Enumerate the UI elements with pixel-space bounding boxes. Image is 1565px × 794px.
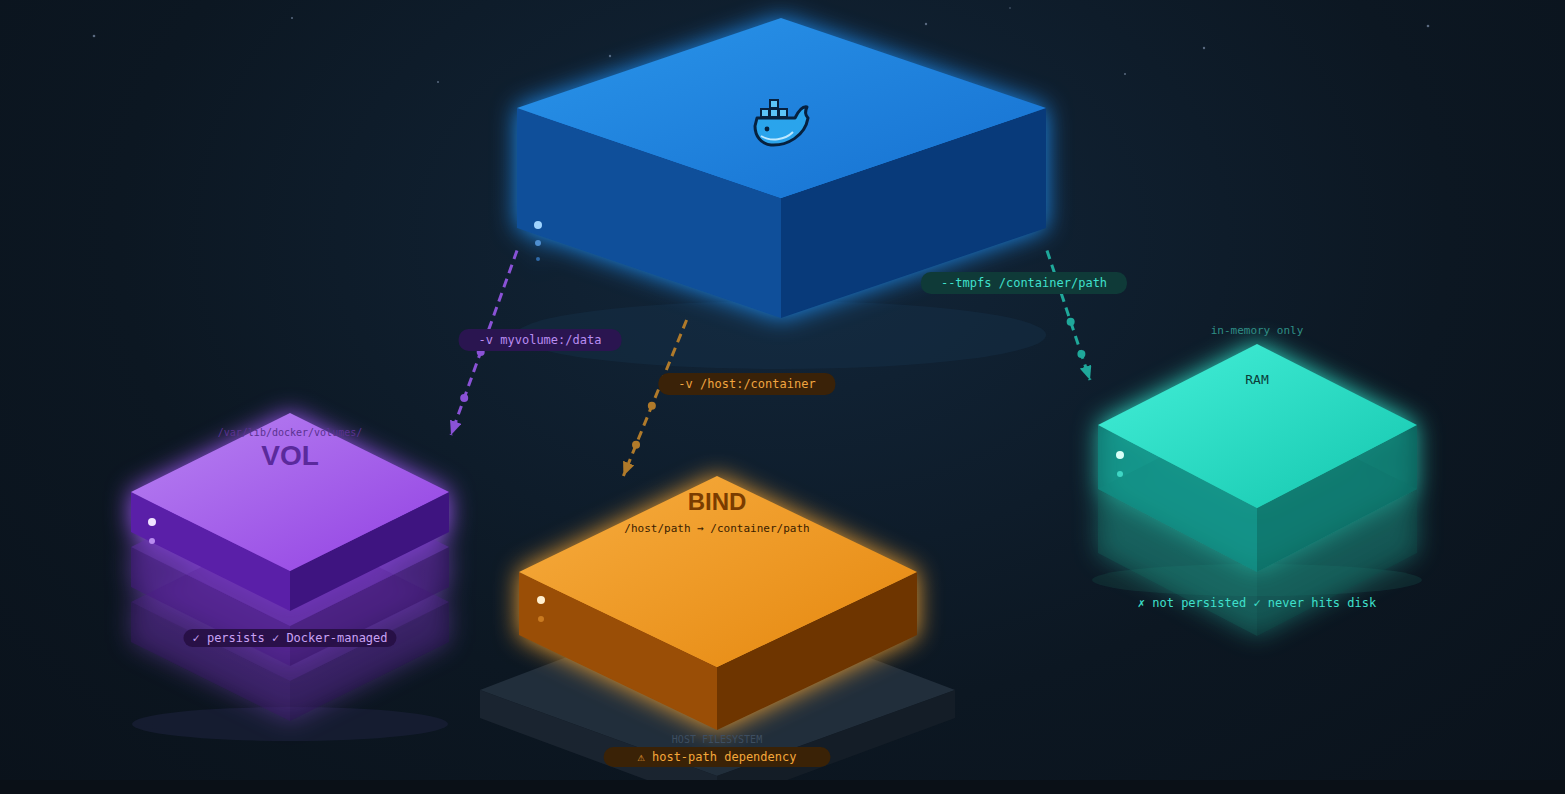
node-title: VOL: [261, 440, 319, 472]
bind-mount-box: BIND/host/path → /container/path ⚠ host-p…: [480, 476, 958, 768]
flag-label: --tmpfs /container/path: [921, 272, 1127, 294]
flow-dot: [1077, 350, 1085, 358]
indicator-dot: [149, 538, 155, 544]
indicator-dot: [534, 221, 542, 229]
flow-dot: [1067, 318, 1075, 326]
property-caption: ✗ not persisted ✓ never hits disk: [1138, 596, 1376, 610]
indicator-dot: [1117, 471, 1123, 477]
volume-stack: /var/lib/docker/volumes/VOL ✓ persists ✓ …: [131, 410, 451, 722]
block-face: [1098, 344, 1417, 508]
shadows: [132, 301, 1422, 741]
flag-label: -v /host:/container: [658, 373, 835, 395]
node-heading: in-memory only: [1211, 324, 1304, 337]
block-face: [519, 476, 917, 667]
indicator-dot: [537, 596, 545, 604]
ground-strip: [0, 780, 1565, 794]
flow-dot: [632, 441, 640, 449]
dashed-connector: [623, 320, 686, 476]
block-face: [131, 413, 449, 571]
plate-label: HOST FILESYSTEM: [672, 734, 762, 745]
warning-caption: ⚠ host-path dependency: [604, 747, 831, 767]
memory-box: in-memory onlyRAM ✗ not persisted ✓ never…: [1090, 320, 1425, 620]
volume-path: /var/lib/docker/volumes/: [218, 427, 363, 438]
isometric-block: [1090, 320, 1425, 620]
dashed-connector: [1047, 251, 1090, 380]
property-caption: ✓ persists ✓ Docker-managed: [183, 629, 396, 647]
docker-whale-icon: [755, 100, 808, 145]
indicator-dot: [536, 257, 540, 261]
indicator-dot: [538, 616, 544, 622]
flow-dot: [648, 402, 656, 410]
indicator-dot: [535, 240, 541, 246]
node-title: RAM: [1245, 372, 1268, 387]
indicator-dot: [1116, 451, 1124, 459]
isometric-block: [480, 476, 958, 768]
flow-dot: [460, 394, 468, 402]
indicator-dot: [148, 518, 156, 526]
path-mapping: /host/path → /container/path: [624, 522, 809, 535]
flag-label: -v myvolume:/data: [459, 329, 622, 351]
node-title: BIND: [688, 488, 747, 516]
block-face: [517, 18, 1046, 198]
